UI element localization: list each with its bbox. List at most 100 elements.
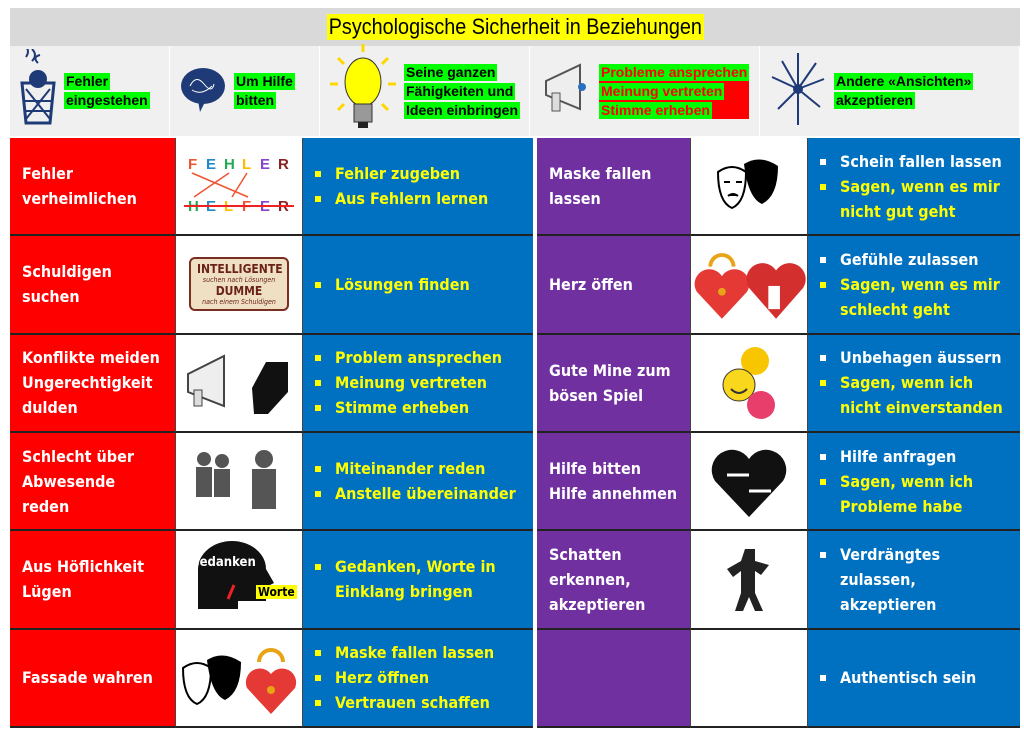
title-bar: Psychologische Sicherheit in Beziehungen bbox=[10, 8, 1020, 46]
problem-cell: Fassade wahren bbox=[10, 629, 175, 728]
problem-label: Schlecht über Abwesende reden bbox=[22, 446, 134, 516]
column-gap bbox=[533, 236, 537, 335]
shadow-figure-icon bbox=[690, 531, 808, 630]
action-list: Authentisch sein bbox=[808, 665, 976, 690]
gedanken-label: Gedanken bbox=[190, 555, 256, 571]
bullet-text: Miteinander reden bbox=[335, 459, 486, 479]
problem-cell: Aus Höflichkeit Lügen bbox=[10, 531, 175, 630]
sign-text: DUMME bbox=[215, 284, 263, 299]
bullet-item: Sagen, wenn ich nicht einverstanden bbox=[820, 370, 1003, 420]
behavior-label: Gute Mine zum bösen Spiel bbox=[549, 360, 671, 405]
behavior-label: Herz öffen bbox=[549, 274, 633, 294]
problem-cell: Fehler verheimlichen bbox=[10, 138, 175, 237]
bullet-item: Aus Fehlern lernen bbox=[315, 186, 488, 211]
theater-masks-icon bbox=[690, 138, 808, 237]
lightbulb-icon bbox=[328, 44, 398, 138]
sign-text: nach einem Schuldigen bbox=[202, 298, 276, 307]
problem-label: Fassade wahren bbox=[22, 668, 153, 688]
bullet-text: Stimme erheben bbox=[335, 398, 470, 418]
heart-hands-icon bbox=[690, 433, 808, 532]
header-label-line: bitten bbox=[234, 92, 277, 109]
bullet-item: Fehler zugeben bbox=[315, 161, 488, 186]
bullet-text: Unbehagen äussern bbox=[840, 348, 1002, 368]
behavior-cell: Maske fallen lassen bbox=[537, 138, 690, 237]
bullet-item: Gedanken, Worte in Einklang bringen bbox=[315, 554, 496, 604]
emoji-faces-icon bbox=[690, 334, 808, 433]
svg-text:F: F bbox=[188, 156, 197, 173]
svg-text:R: R bbox=[278, 156, 289, 173]
bullet-item: Meinung vertreten bbox=[315, 370, 502, 395]
bullet-item: Sagen, wenn es mir nicht gut geht bbox=[820, 174, 1002, 224]
empty-image-cell bbox=[690, 629, 808, 728]
bullet-text: Herz öffnen bbox=[335, 668, 430, 688]
solution-cell: Lösungen finden bbox=[303, 236, 533, 335]
bullet-item: Miteinander reden bbox=[315, 456, 516, 481]
behavior-cell bbox=[537, 629, 690, 728]
bullet-text: Gefühle zulassen bbox=[840, 249, 979, 269]
bullet-text: Hilfe anfragen bbox=[840, 446, 957, 466]
behavior-cell: Herz öffen bbox=[537, 236, 690, 335]
sign-text: suchen nach Lösungen bbox=[202, 276, 276, 285]
bullet-item: Problem ansprechen bbox=[315, 345, 502, 370]
bullet-text: Sagen, wenn es mir nicht gut geht bbox=[840, 176, 1000, 221]
behavior-cell: Gute Mine zum bösen Spiel bbox=[537, 334, 690, 433]
bullet-text: Anstelle übereinander bbox=[335, 484, 516, 504]
behavior-cell: Schatten erkennen, akzeptieren bbox=[537, 531, 690, 630]
bullet-item: Verdrängtes zulassen, akzeptieren bbox=[820, 542, 940, 617]
behavior-label: Maske fallen lassen bbox=[549, 164, 652, 209]
bullet-text: Schein fallen lassen bbox=[840, 151, 1002, 171]
action-cell: Verdrängtes zulassen, akzeptieren bbox=[808, 531, 1020, 630]
bullet-item: Hilfe anfragen bbox=[820, 444, 973, 469]
heart-lock-door-icon bbox=[690, 236, 808, 335]
bullet-item: Stimme erheben bbox=[315, 395, 502, 420]
header-label-line: Meinung vertreten bbox=[599, 82, 725, 100]
svg-text:E: E bbox=[206, 156, 216, 173]
header-label-line: Seine ganzen bbox=[404, 63, 498, 81]
problem-cell: Schlecht über Abwesende reden bbox=[10, 433, 175, 532]
action-list: Verdrängtes zulassen, akzeptieren bbox=[808, 542, 940, 617]
masks-heart-lock-icon bbox=[175, 629, 303, 728]
bullet-text: Aus Fehlern lernen bbox=[335, 189, 489, 209]
problem-label: Aus Höflichkeit Lügen bbox=[22, 557, 145, 602]
bullet-item: Schein fallen lassen bbox=[820, 149, 1002, 174]
fehler-helfer-icon: FEHLERHELFER bbox=[175, 138, 303, 237]
column-gap bbox=[533, 334, 537, 433]
bullet-text: Sagen, wenn ich nicht einverstanden bbox=[840, 373, 1003, 418]
bullet-text: Gedanken, Worte in Einklang bringen bbox=[335, 557, 496, 602]
problem-label: Konflikte meiden Ungerechtigkeit dulden bbox=[22, 348, 160, 418]
svg-text:E: E bbox=[260, 156, 270, 173]
column-gap bbox=[533, 433, 537, 532]
bullet-text: Vertrauen schaffen bbox=[335, 693, 490, 713]
header-label-line: eingestehen bbox=[64, 92, 150, 109]
header-label-line: Probleme ansprechen bbox=[599, 63, 750, 81]
bullet-item: Unbehagen äussern bbox=[820, 345, 1003, 370]
solution-list: Gedanken, Worte in Einklang bringen bbox=[303, 554, 496, 604]
bullet-text: Sagen, wenn es mir schlecht geht bbox=[840, 274, 1000, 319]
problem-label: Fehler verheimlichen bbox=[22, 164, 137, 209]
svg-text:L: L bbox=[242, 156, 251, 173]
comparison-table: Fehler verheimlichenFEHLERHELFERFehler z… bbox=[10, 138, 1020, 728]
header-item: Andere «Ansichten»akzeptieren bbox=[760, 46, 1020, 136]
svg-text:H: H bbox=[224, 156, 235, 173]
action-cell: Authentisch sein bbox=[808, 629, 1020, 728]
bullet-item: Gefühle zulassen bbox=[820, 247, 1000, 272]
wastebasket-icon bbox=[18, 46, 58, 133]
bullet-item: Lösungen finden bbox=[315, 272, 470, 297]
header-label-line: akzeptieren bbox=[834, 92, 916, 109]
solution-cell: Gedanken, Worte in Einklang bringen bbox=[303, 531, 533, 630]
